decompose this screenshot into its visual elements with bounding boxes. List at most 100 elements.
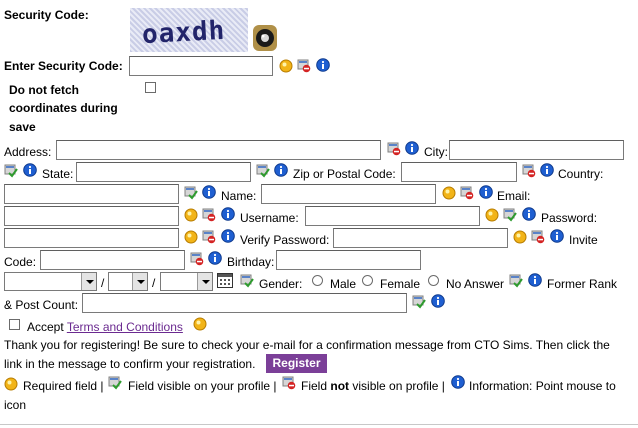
gender-female-label: Female: [380, 277, 421, 291]
audio-captcha-icon[interactable]: [251, 23, 279, 53]
gender-female-radio[interactable]: [362, 275, 373, 286]
legend-not-suffix: visible on profile |: [352, 379, 445, 393]
password-input[interactable]: [4, 228, 179, 248]
info-icon[interactable]: [221, 207, 235, 221]
register-button[interactable]: Register: [266, 354, 327, 373]
info-icon[interactable]: [23, 163, 37, 177]
no-fetch-coords-label-line2: coordinates during: [9, 101, 118, 115]
thanks-message-line1: Thank you for registering! Be sure to ch…: [4, 338, 610, 352]
required-icon: [184, 208, 198, 222]
required-icon: [193, 317, 207, 331]
info-icon[interactable]: [208, 251, 222, 265]
date-separator: /: [152, 276, 156, 290]
gender-label: Gender:: [259, 277, 303, 291]
bottom-divider: [0, 424, 638, 425]
birth-month-select[interactable]: [4, 272, 97, 291]
terms-link[interactable]: Terms and Conditions: [66, 320, 183, 334]
legend-not-bold: not: [330, 379, 350, 393]
name-label: Name:: [221, 189, 257, 203]
birth-day-select[interactable]: [108, 272, 148, 291]
required-icon: [184, 230, 198, 244]
invite-code-label: Code:: [4, 255, 37, 269]
gender-male-radio[interactable]: [312, 275, 323, 286]
thanks-message-line2: link in the message to confirm your regi…: [4, 357, 256, 371]
verify-password-input[interactable]: [333, 228, 508, 248]
address-input[interactable]: [56, 140, 381, 160]
gender-no-answer-radio[interactable]: [428, 275, 439, 286]
gender-no-answer-label: No Answer: [446, 277, 505, 291]
former-rank-label: Former Rank: [547, 277, 618, 291]
visible-field-icon: [412, 295, 426, 309]
email-label: Email:: [497, 189, 531, 203]
required-icon: [485, 208, 499, 222]
info-icon[interactable]: [431, 294, 445, 308]
required-icon: [513, 230, 527, 244]
city-input[interactable]: [449, 140, 624, 160]
invite-code-input[interactable]: [40, 250, 185, 270]
date-separator: /: [101, 276, 105, 290]
info-icon[interactable]: [522, 207, 536, 221]
hidden-field-icon: [202, 208, 216, 222]
accept-terms-checkbox[interactable]: [9, 319, 20, 330]
zip-label: Zip or Postal Code:: [293, 167, 396, 181]
state-input[interactable]: [76, 162, 251, 182]
birthday-label: Birthday:: [227, 255, 275, 269]
address-label: Address:: [4, 145, 52, 159]
legend-not-visible: Field not visible on profile |: [301, 379, 445, 393]
username-label: Username:: [240, 211, 299, 225]
info-icon[interactable]: [479, 185, 493, 199]
country-input[interactable]: [4, 184, 179, 204]
required-icon: [279, 59, 293, 73]
accept-terms-text: Accept Terms and Conditions: [27, 320, 183, 334]
security-code-label: Security Code:: [4, 8, 89, 22]
name-input[interactable]: [261, 184, 436, 204]
hidden-field-icon: [522, 164, 536, 178]
state-label: State:: [42, 167, 74, 181]
username-input[interactable]: [305, 206, 480, 226]
zip-input[interactable]: [401, 162, 517, 182]
country-label: Country:: [558, 167, 604, 181]
visible-field-icon: [108, 376, 122, 390]
gender-male-label: Male: [330, 277, 357, 291]
info-icon[interactable]: [221, 229, 235, 243]
info-icon[interactable]: [274, 163, 288, 177]
email-input[interactable]: [4, 206, 179, 226]
former-rank-input[interactable]: [82, 293, 407, 313]
info-icon[interactable]: [451, 375, 465, 389]
captcha-text: oaxdh: [141, 15, 227, 51]
verify-password-label: Verify Password:: [240, 233, 330, 247]
info-icon[interactable]: [550, 229, 564, 243]
legend-info-line2: icon: [4, 398, 27, 412]
hidden-field-icon: [531, 230, 545, 244]
visible-field-icon: [4, 164, 18, 178]
hidden-field-icon: [282, 376, 296, 390]
visible-field-icon: [509, 274, 523, 288]
no-fetch-coords-label-line1: Do not fetch: [9, 83, 79, 97]
info-icon[interactable]: [316, 58, 330, 72]
required-icon: [4, 377, 18, 391]
birthday-input[interactable]: [276, 250, 421, 270]
visible-field-icon: [503, 208, 517, 222]
accept-label: Accept: [27, 320, 64, 334]
info-icon[interactable]: [540, 163, 554, 177]
info-icon[interactable]: [528, 273, 542, 287]
calendar-icon[interactable]: [217, 273, 233, 288]
hidden-field-icon: [297, 59, 311, 73]
birth-year-select[interactable]: [160, 272, 213, 291]
hidden-field-icon: [190, 252, 204, 266]
no-fetch-coords-checkbox[interactable]: [145, 82, 156, 93]
enter-security-code-label: Enter Security Code:: [4, 59, 123, 73]
hidden-field-icon: [202, 230, 216, 244]
security-code-input[interactable]: [129, 56, 273, 76]
info-icon[interactable]: [202, 185, 216, 199]
visible-field-icon: [184, 186, 198, 200]
legend-info: Information: Point mouse to: [469, 379, 616, 393]
hidden-field-icon: [387, 142, 401, 156]
info-icon[interactable]: [405, 141, 419, 155]
hidden-field-icon: [460, 186, 474, 200]
required-icon: [442, 186, 456, 200]
city-label: City:: [424, 145, 448, 159]
visible-field-icon: [240, 274, 254, 288]
invite-label: Invite: [569, 233, 598, 247]
legend-required: Required field |: [23, 379, 104, 393]
